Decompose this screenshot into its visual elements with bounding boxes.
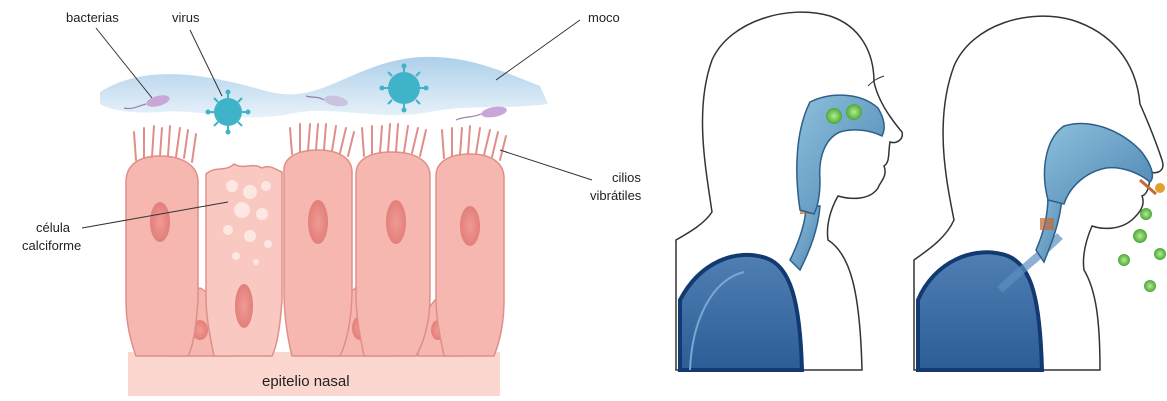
columnar-cells <box>126 150 504 356</box>
label-goblet-line2: calciforme <box>22 238 81 253</box>
head-inhaling <box>676 12 902 370</box>
label-cilia-line2: vibrátiles <box>590 188 642 203</box>
epithelium-illustration: bacterias virus moco cilios vibrátiles c… <box>22 10 642 396</box>
mucus-layer <box>100 57 548 118</box>
goblet-cell <box>206 164 282 356</box>
label-mucus: moco <box>588 10 620 25</box>
label-bacteria: bacterias <box>66 10 119 25</box>
label-virus: virus <box>172 10 200 25</box>
label-cilia-line1: cilios <box>612 170 641 185</box>
head-sneezing <box>914 16 1166 370</box>
label-goblet-line1: célula <box>36 220 71 235</box>
label-epithelium: epitelio nasal <box>262 373 350 390</box>
